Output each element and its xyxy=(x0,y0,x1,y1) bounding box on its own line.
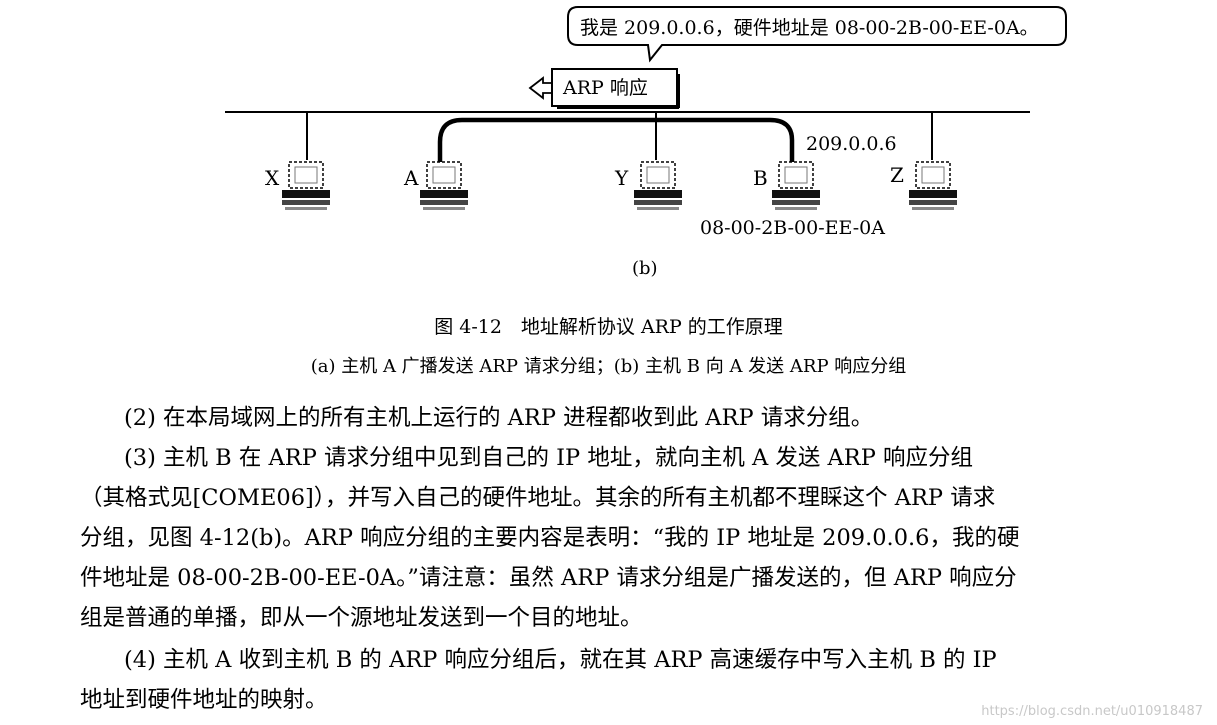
ip-label: 209.0.0.6 xyxy=(806,133,897,155)
panel-label: (b) xyxy=(632,258,658,279)
body-line-2: (3) 主机 B 在 ARP 请求分组中见到自己的 IP 地址，就向主机 A 发… xyxy=(124,445,974,471)
body-line-3: （其格式见[COME06]），并写入自己的硬件地址。其余的所有主机都不理睬这个 … xyxy=(80,485,996,511)
body-line-4: 分组，见图 4-12(b)。ARP 响应分组的主要内容是表明：“我的 IP 地址… xyxy=(80,525,1020,551)
body-line-6: 组是普通的单播，即从一个源地址发送到一个目的地址。 xyxy=(80,605,643,631)
figure-caption-title: 图 4-12 地址解析协议 ARP 的工作原理 xyxy=(434,316,783,338)
host-label-y: Y xyxy=(614,166,629,190)
body-line-7: (4) 主机 A 收到主机 B 的 ARP 响应分组后，就在其 ARP 高速缓存… xyxy=(124,647,997,673)
computer-y-icon xyxy=(634,161,682,210)
watermark: https://blog.csdn.net/u010918487 xyxy=(981,704,1203,719)
host-label-a: A xyxy=(403,166,419,190)
computer-x-icon xyxy=(282,161,330,210)
computer-b-icon xyxy=(772,161,820,210)
body-line-8: 地址到硬件地址的映射。 xyxy=(80,687,328,713)
host-label-z: Z xyxy=(890,163,904,187)
body-line-1: (2) 在本局域网上的所有主机上运行的 ARP 进程都收到此 ARP 请求分组。 xyxy=(124,405,874,431)
unicast-path xyxy=(437,117,795,166)
hollow-arrow-icon xyxy=(528,76,554,100)
bubble-text: 我是 209.0.0.6，硬件地址是 08-00-2B-00-EE-0A。 xyxy=(580,17,1039,39)
body-line-5: 件地址是 08-00-2B-00-EE-0A。”请注意：虽然 ARP 请求分组是… xyxy=(80,565,1017,591)
computer-z-icon xyxy=(909,161,957,210)
host-label-x: X xyxy=(265,166,280,190)
computer-a-icon xyxy=(420,161,468,210)
figure-caption-subtitle: (a) 主机 A 广播发送 ARP 请求分组；(b) 主机 B 向 A 发送 A… xyxy=(310,356,907,377)
arp-response-diagram: 我是 209.0.0.6，硬件地址是 08-00-2B-00-EE-0A。 AR… xyxy=(225,6,1067,279)
mac-label: 08-00-2B-00-EE-0A xyxy=(700,217,885,239)
host-label-b: B xyxy=(753,166,768,190)
arp-box-label: ARP 响应 xyxy=(562,77,648,99)
speech-bubble xyxy=(567,6,1067,63)
